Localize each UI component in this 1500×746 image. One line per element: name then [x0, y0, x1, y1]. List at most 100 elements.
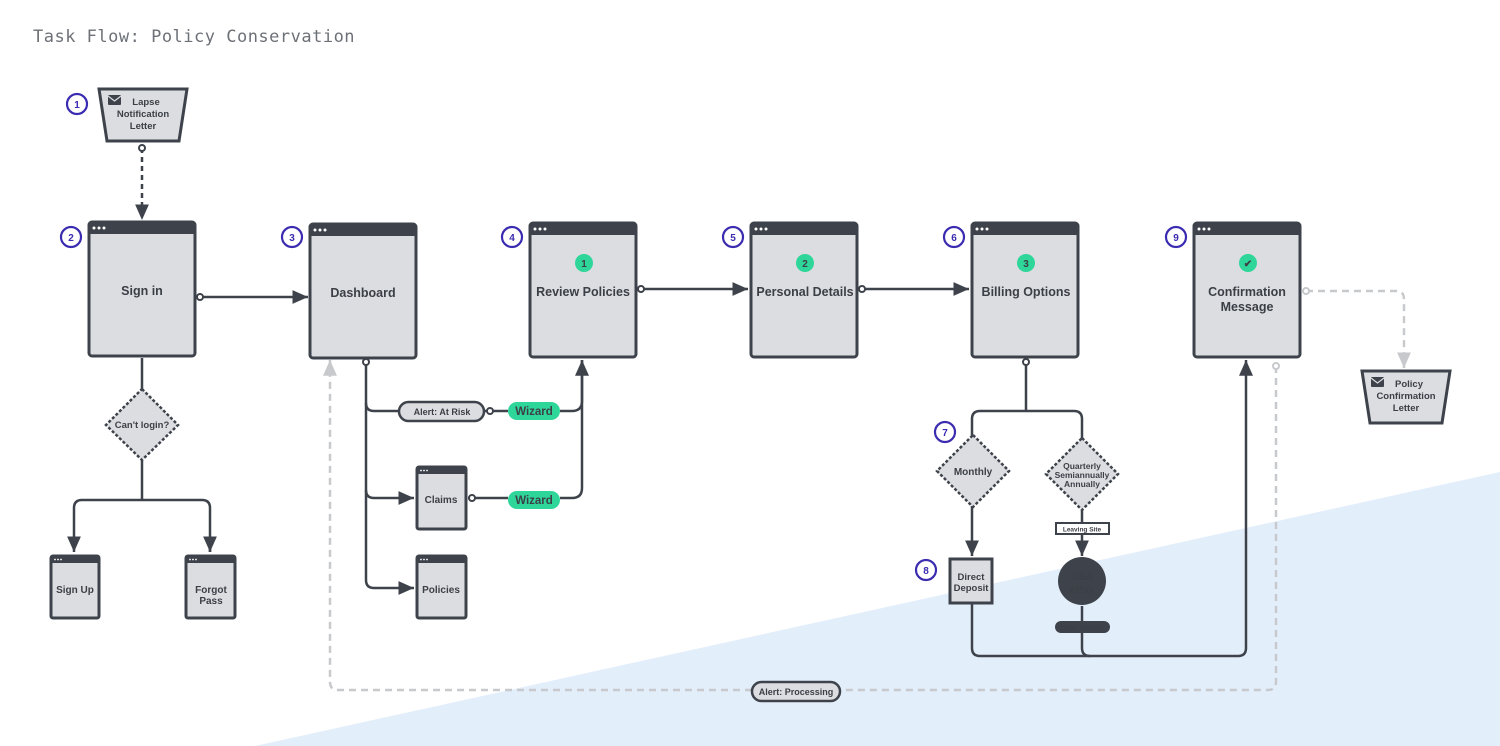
connector-decision-branches — [74, 460, 212, 552]
screen-sign-up[interactable]: Sign Up — [49, 554, 101, 620]
screen-sign-in[interactable]: Sign in — [87, 220, 197, 358]
connector-dot — [1302, 287, 1310, 295]
connector-billing-split — [970, 365, 1084, 440]
svg-text:Pass: Pass — [199, 596, 223, 607]
step-badge-8: 8 — [914, 558, 938, 582]
envelope-icon — [1370, 377, 1385, 387]
wizard-step-badge — [575, 254, 593, 272]
decision-monthly: Monthly — [935, 433, 1011, 509]
connector-dot — [637, 285, 645, 293]
connector-dot — [858, 285, 866, 293]
connector-dot — [486, 407, 494, 415]
screen-direct-deposit[interactable]: Direct Deposit — [948, 557, 994, 605]
lapse-notification-letter: Lapse Notification Letter — [97, 87, 189, 143]
svg-text:Leaving Site: Leaving Site — [1063, 527, 1102, 534]
connector-deposit-to-confirmation — [970, 360, 1253, 658]
connector-dashboard-to-claims — [364, 489, 414, 505]
svg-text:Personal Details: Personal Details — [756, 285, 853, 299]
step-badge-1: 1 — [65, 92, 89, 116]
alert-processing-pill: Alert: Processing — [750, 680, 842, 703]
step-badge-7: 7 — [933, 420, 957, 444]
policy-confirmation-letter: Policy Confirmation Letter — [1360, 369, 1452, 425]
svg-text:2: 2 — [68, 233, 74, 244]
svg-text:Confirmation: Confirmation — [1208, 285, 1286, 299]
svg-text:Letter: Letter — [130, 121, 157, 132]
screen-dashboard[interactable]: Dashboard — [308, 222, 418, 360]
wizard-step-badge — [1017, 254, 1035, 272]
connector-dashboard-to-policies — [364, 365, 414, 595]
svg-text:Alert: At Risk: Alert: At Risk — [414, 407, 472, 417]
svg-text:Email Receipt: Email Receipt — [1061, 625, 1104, 632]
svg-text:Annually: Annually — [1064, 479, 1100, 489]
svg-text:2: 2 — [802, 259, 808, 270]
connector-dot — [138, 144, 146, 152]
svg-text:Forgot: Forgot — [195, 585, 227, 596]
screen-personal-details[interactable]: 2 Personal Details — [749, 221, 859, 359]
screen-billing-options[interactable]: 3 Billing Options — [970, 221, 1080, 359]
wizard-pill-1: Wizard — [508, 402, 560, 420]
step-badge-9: 9 — [1164, 225, 1188, 249]
screen-policies[interactable]: Policies — [415, 554, 468, 620]
svg-text:4: 4 — [509, 233, 515, 244]
wizard-step-badge — [796, 254, 814, 272]
email-receipt-pill: Email Receipt — [1055, 621, 1110, 633]
usa-epay-node: USA ePay — [1058, 557, 1106, 605]
svg-text:USA: USA — [1071, 571, 1094, 583]
svg-text:Lapse: Lapse — [132, 97, 159, 108]
svg-text:3: 3 — [1023, 259, 1029, 270]
svg-text:Wizard: Wizard — [515, 495, 553, 507]
svg-text:Wizard: Wizard — [515, 406, 553, 418]
connector-confirmation-to-letter — [1306, 289, 1411, 368]
step-badge-4: 4 — [500, 225, 524, 249]
svg-text:Policies: Policies — [422, 585, 460, 596]
svg-text:Sign in: Sign in — [121, 284, 163, 298]
alert-at-risk-pill: Alert: At Risk — [397, 400, 486, 423]
svg-text:Claims: Claims — [425, 495, 458, 506]
svg-text:5: 5 — [730, 233, 736, 244]
svg-text:1: 1 — [74, 100, 80, 111]
envelope-icon — [107, 95, 122, 105]
svg-text:Review Policies: Review Policies — [536, 285, 630, 299]
connector-dot — [468, 494, 476, 502]
wizard-pill-2: Wizard — [508, 491, 560, 509]
svg-text:Monthly: Monthly — [954, 467, 993, 478]
background-wedge — [255, 472, 1500, 746]
connector-processing-loop — [330, 360, 1278, 692]
svg-text:Billing Options: Billing Options — [982, 285, 1071, 299]
step-badge-5: 5 — [721, 225, 745, 249]
svg-text:ePay: ePay — [1070, 584, 1095, 596]
decision-cant-login: Can't login? — [104, 387, 180, 462]
connector-receipt-to-join — [1080, 633, 1091, 658]
svg-text:Notification: Notification — [117, 109, 169, 120]
svg-text:8: 8 — [923, 566, 929, 577]
decision-quarterly-semiannually-annually: Quarterly Semiannually Annually — [1044, 436, 1120, 512]
svg-text:Direct: Direct — [958, 572, 986, 583]
svg-text:Semiannually: Semiannually — [1055, 470, 1110, 480]
step-badge-6: 6 — [942, 225, 966, 249]
svg-text:Dashboard: Dashboard — [330, 286, 395, 300]
screen-review-policies[interactable]: 1 Review Policies — [528, 221, 638, 359]
svg-text:Deposit: Deposit — [954, 583, 990, 594]
svg-text:9: 9 — [1173, 233, 1179, 244]
screen-confirmation-message[interactable]: ✔ Confirmation Message — [1192, 221, 1302, 359]
svg-text:✔: ✔ — [1244, 259, 1252, 270]
connector-dot — [362, 358, 370, 366]
screen-claims[interactable]: Claims — [415, 465, 468, 531]
connector-wizard-to-review — [560, 360, 589, 413]
step-badge-2: 2 — [59, 225, 83, 249]
connector-dot — [196, 293, 204, 301]
svg-text:Alert: Processing: Alert: Processing — [759, 687, 834, 697]
connector-dashboard-to-alert — [364, 402, 398, 413]
connector-dot — [1022, 358, 1030, 366]
leaving-site-label: Leaving Site — [1055, 522, 1110, 535]
page-title: Task Flow: Policy Conservation — [33, 27, 356, 47]
svg-text:Policy: Policy — [1395, 379, 1424, 390]
svg-text:Quarterly: Quarterly — [1063, 461, 1101, 471]
checkmark-icon — [1239, 254, 1257, 272]
svg-text:1: 1 — [581, 259, 587, 270]
svg-text:Message: Message — [1221, 300, 1274, 314]
svg-text:Confirmation: Confirmation — [1376, 391, 1435, 402]
step-badge-3: 3 — [280, 225, 304, 249]
svg-text:7: 7 — [942, 428, 948, 439]
screen-forgot-pass[interactable]: Forgot Pass — [184, 554, 237, 620]
